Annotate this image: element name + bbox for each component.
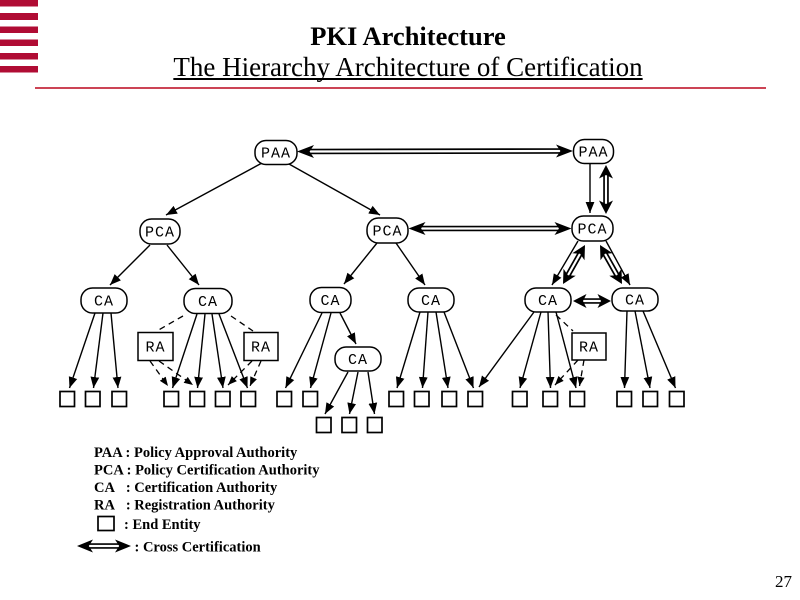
svg-text:PCA: PCA (372, 224, 402, 241)
svg-text:CA: CA (94, 294, 114, 311)
svg-text:PAA : Policy Approval Authorit: PAA : Policy Approval Authority (94, 445, 298, 461)
svg-text:CA: CA (320, 293, 340, 310)
svg-text:PCA: PCA (577, 222, 607, 239)
svg-text:PAA: PAA (578, 145, 608, 162)
svg-text:RA: RA (579, 340, 599, 357)
svg-text:CA: CA (625, 293, 645, 310)
svg-text:CA: CA (198, 294, 218, 311)
svg-text:PAA: PAA (261, 146, 291, 163)
svg-text:RA: RA (251, 340, 271, 357)
svg-text:: End Entity: : End Entity (124, 517, 201, 533)
svg-text:PCA : Policy Certification Aut: PCA : Policy Certification Authority (94, 463, 320, 479)
svg-text:RA : Registration Authority: RA : Registration Authority (94, 498, 276, 514)
svg-text:CA: CA (421, 293, 441, 310)
svg-text:: Cross Certification: : Cross Certification (135, 540, 261, 556)
svg-text:CA: CA (348, 352, 368, 369)
svg-text:PCA: PCA (145, 225, 175, 242)
svg-text:CA : Certification Authority: CA : Certification Authority (94, 480, 278, 496)
svg-text:RA: RA (145, 340, 165, 357)
svg-text:CA: CA (538, 293, 558, 310)
